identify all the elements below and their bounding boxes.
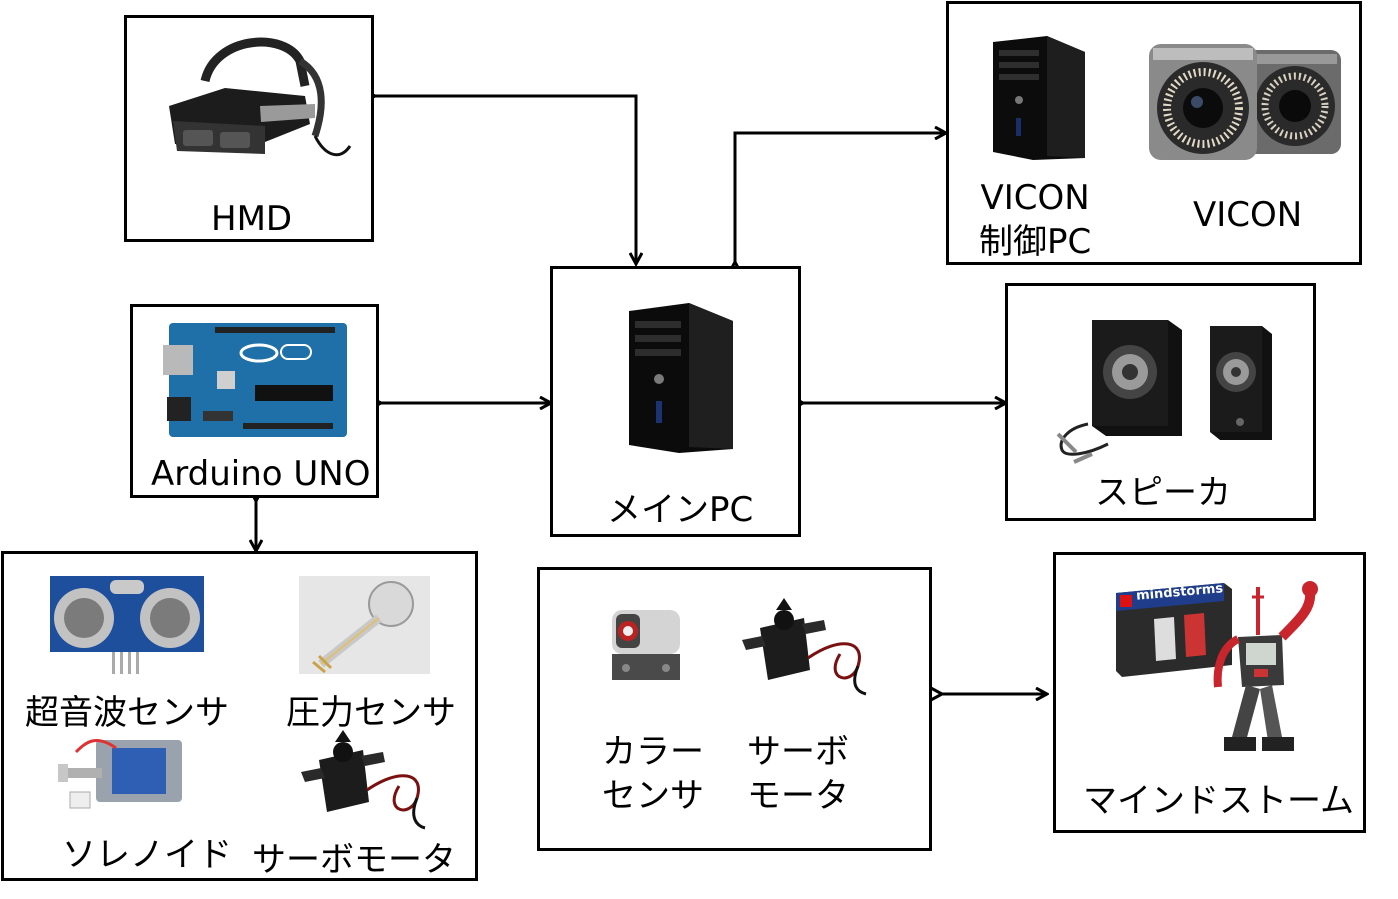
mindstorm-box-picture — [1116, 583, 1232, 677]
servo-left-picture — [301, 730, 426, 830]
vicon-node: VICON 制御PC VICON — [946, 1, 1362, 265]
vicon-camera-picture — [1149, 44, 1341, 160]
main-pc-tower-picture — [629, 303, 733, 453]
ultrasonic-sensor-picture — [50, 576, 204, 674]
hmd-label: HMD — [211, 199, 293, 239]
speaker-node: スピーカ — [1005, 283, 1316, 521]
vicon-pc-label: VICON 制御PC — [979, 178, 1092, 263]
servo-left-label: サーボモータ — [252, 840, 456, 880]
solenoid-label: ソレノイド — [62, 835, 232, 875]
solenoid-picture — [58, 738, 182, 809]
servo-mid-picture — [742, 598, 867, 696]
sensor-group-node: 超音波センサ 圧力センサ ソレノイド サーボモータ — [1, 551, 478, 881]
main-pc-node: メインPC — [550, 266, 801, 537]
speaker-picture — [1056, 320, 1272, 464]
hmd-mainpc-link — [374, 96, 636, 263]
hmd-node: HMD — [124, 15, 374, 242]
arduino-board-picture — [163, 323, 347, 437]
hmd-picture — [169, 37, 352, 157]
vicon-pc-tower-picture — [993, 36, 1085, 160]
speaker-label: スピーカ — [1095, 473, 1231, 513]
color-sensor-picture — [612, 610, 680, 680]
arduino-label: Arduino UNO — [151, 454, 371, 494]
mindstorm-label: マインドストーム — [1083, 781, 1354, 821]
pressure-sensor-picture — [312, 581, 414, 674]
mindstorm-node: mindstorms マインドストーム — [1053, 552, 1366, 833]
pressure-label: 圧力センサ — [286, 693, 456, 733]
main-pc-label: メインPC — [607, 490, 754, 530]
ultrasonic-label: 超音波センサ — [25, 693, 229, 733]
vicon-label: VICON — [1193, 195, 1303, 235]
servo-mid-label: サーボ モータ — [747, 732, 849, 817]
arduino-node: Arduino UNO — [130, 304, 379, 498]
vicon-mainpc-link — [735, 133, 945, 263]
ev3-group-node: カラー センサ サーボ モータ — [537, 567, 932, 851]
color-sensor-label: カラー センサ — [602, 732, 704, 817]
mindstorm-robot-picture — [1213, 581, 1318, 751]
